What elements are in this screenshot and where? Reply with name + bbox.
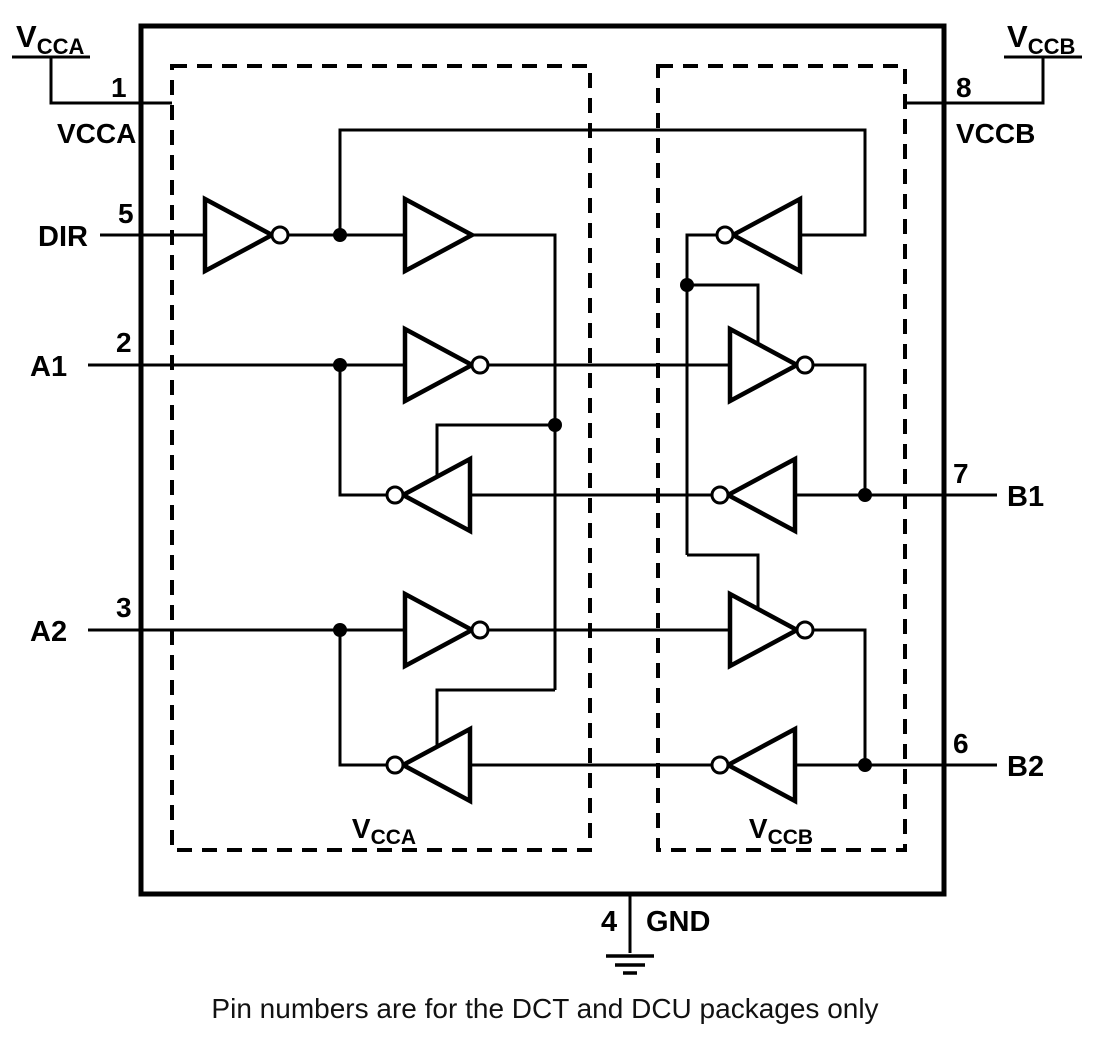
junction-dot [333, 623, 347, 637]
pin-number-8: 8 [956, 72, 972, 103]
wire [905, 57, 1045, 105]
wire [687, 553, 760, 609]
inverter-bubble [710, 755, 730, 775]
dir-inverter-b-side [728, 195, 803, 275]
a2-line-driver [402, 590, 477, 670]
wire [338, 365, 387, 497]
inverter-bubble [470, 355, 490, 375]
vcca-supply-label: VCCA [16, 19, 84, 59]
inverter-bubble [710, 485, 730, 505]
junction-dot [333, 358, 347, 372]
pin-number-1: 1 [111, 72, 127, 103]
wires [12, 55, 1082, 953]
pin-label-a2: A2 [30, 616, 67, 648]
dir-inverter-a-side [202, 195, 277, 275]
a2-output-driver [398, 725, 473, 805]
wire [685, 233, 717, 555]
junction-dot [548, 418, 562, 432]
pin-label-b2: B2 [1007, 751, 1044, 783]
junction-dot [858, 758, 872, 772]
gates [202, 195, 803, 805]
pin-label-vcca: VCCA [57, 118, 136, 149]
gnd-symbol [606, 954, 654, 975]
pin-label-a1: A1 [30, 351, 67, 383]
inverter-bubble [715, 225, 735, 245]
vccb-supply-sub: CCB [1028, 34, 1076, 59]
pin-number-7: 7 [953, 458, 969, 489]
vccb-supply-label: VCCB [1007, 19, 1075, 59]
junction-dots [333, 228, 872, 772]
vcca-domain-outline [170, 64, 592, 852]
vcca-domain-sub: CCA [371, 826, 417, 849]
wire [813, 628, 867, 765]
pin-number-3: 3 [116, 592, 132, 623]
junction-dot [680, 278, 694, 292]
wire [813, 363, 867, 495]
vcca-domain-base: V [352, 813, 371, 844]
wire [49, 57, 172, 105]
junction-dot [333, 228, 347, 242]
inverter-bubble [470, 620, 490, 640]
wire [472, 233, 557, 690]
wire [435, 688, 555, 747]
vccb-domain-label: VCCB [749, 813, 813, 849]
inverter-bubble [385, 755, 405, 775]
dir-buffer-a-side [402, 195, 477, 275]
pin-label-vccb: VCCB [956, 118, 1035, 149]
inverter-bubble [795, 355, 815, 375]
package-outline [138, 23, 947, 897]
junction-dot [858, 488, 872, 502]
inverter-bubble [795, 620, 815, 640]
wire [338, 630, 387, 767]
wire [687, 283, 760, 344]
diagram-caption: Pin numbers are for the DCT and DCU pack… [211, 993, 878, 1024]
vcca-supply-sub: CCA [37, 34, 85, 59]
b1-output-driver [727, 325, 802, 405]
inverter-bubble [385, 485, 405, 505]
b2-input-receiver [723, 725, 798, 805]
a1-output-driver [398, 455, 473, 535]
pin-label-b1: B1 [1007, 481, 1044, 513]
b1-input-receiver [723, 455, 798, 535]
pin-number-5: 5 [118, 198, 134, 229]
vccb-domain-sub: CCB [768, 826, 814, 849]
b2-output-driver [727, 590, 802, 670]
vcca-supply-base: V [16, 19, 37, 54]
vccb-supply-base: V [1007, 19, 1028, 54]
pin-number-6: 6 [953, 728, 969, 759]
pin-number-4: 4 [601, 906, 617, 938]
wire [338, 128, 867, 237]
pin-label-dir: DIR [38, 221, 88, 253]
wire [435, 423, 555, 477]
vccb-domain-outline [656, 64, 907, 852]
inverter-bubbles [270, 225, 815, 775]
vcca-domain-label: VCCA [352, 813, 416, 849]
vccb-domain-base: V [749, 813, 768, 844]
pin-number-2: 2 [116, 327, 132, 358]
pin-label-gnd: GND [646, 906, 710, 938]
a1-line-driver [402, 325, 477, 405]
inverter-bubble [270, 225, 290, 245]
